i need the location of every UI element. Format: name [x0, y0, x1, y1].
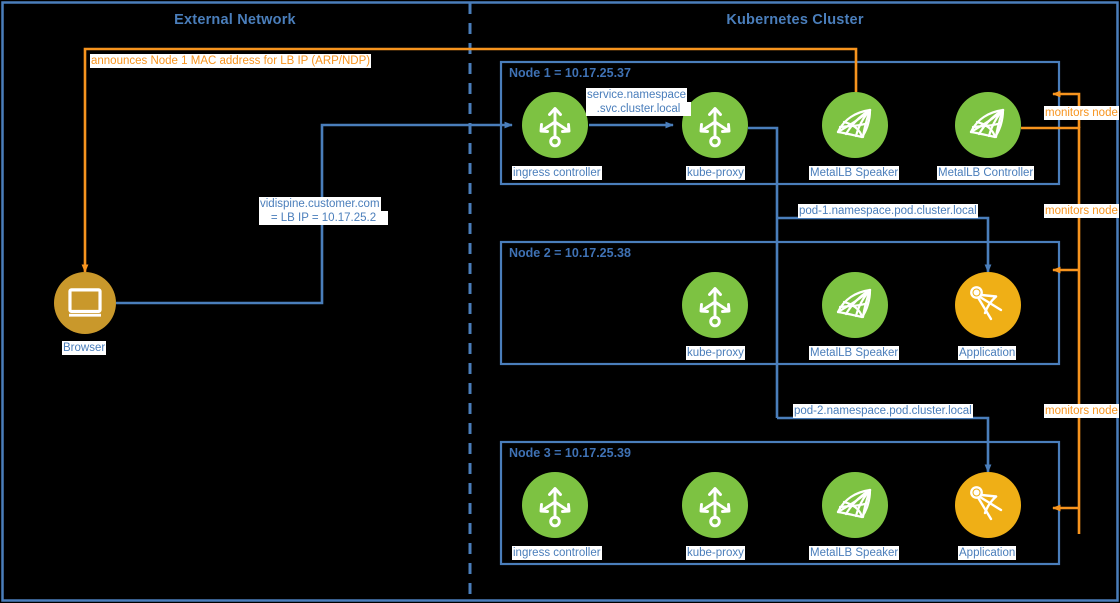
kubeproxy-spine-path	[748, 126, 779, 418]
node-3-application-icon[interactable]	[955, 472, 1021, 538]
node-1-kube-proxy-label: kube-proxy	[686, 166, 745, 180]
node-3-title: Node 3 = 10.17.25.39	[509, 446, 631, 460]
monitors-node-3-label: monitors node	[1044, 404, 1119, 418]
browser-icon[interactable]	[54, 272, 116, 334]
service-dns-label-line-1: service.namespace	[586, 88, 688, 102]
node-1-ingress-controller-label: ingress controller	[512, 166, 602, 180]
zone-title-external-network: External Network	[174, 12, 296, 28]
node-3-box	[499, 440, 1061, 566]
node-3-ingress-controller-label: ingress controller	[512, 546, 602, 560]
pod-2-route	[777, 416, 992, 473]
controller-rail	[1021, 126, 1081, 534]
pod-2-dns-label: pod-2.namespace.pod.cluster.local	[793, 404, 973, 418]
node-1-kube-proxy-icon[interactable]	[682, 92, 748, 158]
node-2-metallb-speaker-label: MetalLB Speaker	[809, 346, 900, 360]
node-3-kube-proxy-label: kube-proxy	[686, 546, 745, 560]
node-2-kube-proxy-icon[interactable]	[682, 272, 748, 338]
node-2-application-label: Application	[958, 346, 1017, 360]
arp-announce-label: announces Node 1 MAC address for LB IP (…	[90, 54, 372, 68]
node-1-metallb-controller-icon[interactable]	[955, 92, 1021, 158]
service-dns-label-line-2: .svc.cluster.local	[586, 102, 691, 116]
node-1-metallb-controller-label: MetalLB Controller	[937, 166, 1035, 180]
node-2-box	[499, 240, 1061, 366]
node-3-metallb-speaker-icon[interactable]	[822, 472, 888, 538]
node-3-kube-proxy-icon[interactable]	[682, 472, 748, 538]
node-2-application-icon[interactable]	[955, 272, 1021, 338]
node-2-title: Node 2 = 10.17.25.38	[509, 246, 631, 260]
node-1-title: Node 1 = 10.17.25.37	[509, 66, 631, 80]
node-2-metallb-speaker-icon[interactable]	[822, 272, 888, 338]
pod-1-route	[777, 216, 992, 273]
node-3-metallb-speaker-label: MetalLB Speaker	[809, 546, 900, 560]
node-2-kube-proxy-label: kube-proxy	[686, 346, 745, 360]
node-3-application-label: Application	[958, 546, 1017, 560]
node-1-box	[499, 60, 1061, 186]
monitors-node-1-label: monitors node	[1044, 106, 1119, 120]
node-1-ingress-controller-icon[interactable]	[522, 92, 588, 158]
lb-ip-label-line-2: = LB IP = 10.17.25.2	[259, 211, 388, 225]
zone-title-kubernetes-cluster: Kubernetes Cluster	[726, 12, 864, 28]
node-3-ingress-controller-icon[interactable]	[522, 472, 588, 538]
node-1-metallb-speaker-label: MetalLB Speaker	[809, 166, 900, 180]
browser-label: Browser	[62, 341, 107, 355]
node-1-metallb-speaker-icon[interactable]	[822, 92, 888, 158]
arp-announce-path	[81, 47, 858, 273]
lb-ip-label-line-1: vidispine.customer.com	[259, 197, 381, 211]
pod-1-dns-label: pod-1.namespace.pod.cluster.local	[798, 204, 978, 218]
monitors-node-2-label: monitors node	[1044, 204, 1119, 218]
